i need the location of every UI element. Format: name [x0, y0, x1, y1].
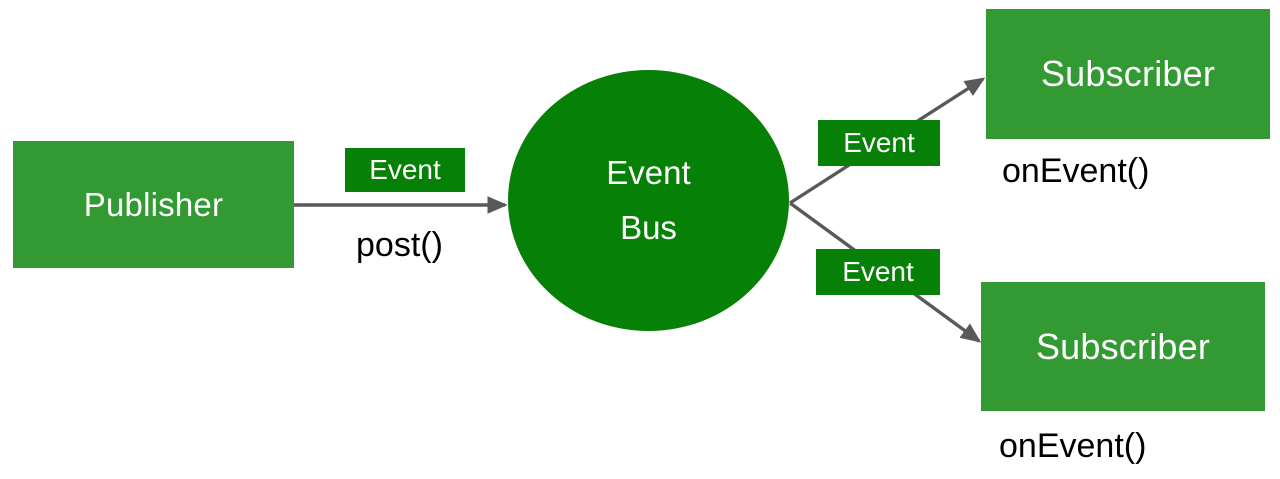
post-method-caption: post() [356, 226, 443, 264]
event-chip-subscriber-bottom-label: Event [842, 256, 914, 287]
publisher-label: Publisher [83, 185, 224, 223]
subscriber-top-node[interactable]: Subscriber [986, 9, 1270, 139]
event-bus-label-line1: Event [606, 154, 691, 192]
on-event-caption-bottom: onEvent() [999, 427, 1147, 465]
event-chip-subscriber-bottom[interactable]: Event [816, 249, 940, 295]
event-chip-subscriber-top-label: Event [843, 127, 915, 158]
subscriber-top-label: Subscriber [1040, 53, 1216, 94]
subscriber-bottom-label: Subscriber [1035, 325, 1211, 367]
event-bus-node[interactable]: Event Bus [508, 70, 789, 331]
on-event-caption-top: onEvent() [1002, 152, 1150, 190]
publisher-node[interactable]: Publisher [13, 141, 294, 268]
event-chip-post-label: Event [369, 154, 441, 185]
event-chip-post[interactable]: Event [345, 148, 465, 192]
subscriber-bottom-node[interactable]: Subscriber [981, 282, 1265, 411]
event-bus-label-line2: Bus [620, 208, 677, 246]
event-chip-subscriber-top[interactable]: Event [818, 120, 940, 166]
